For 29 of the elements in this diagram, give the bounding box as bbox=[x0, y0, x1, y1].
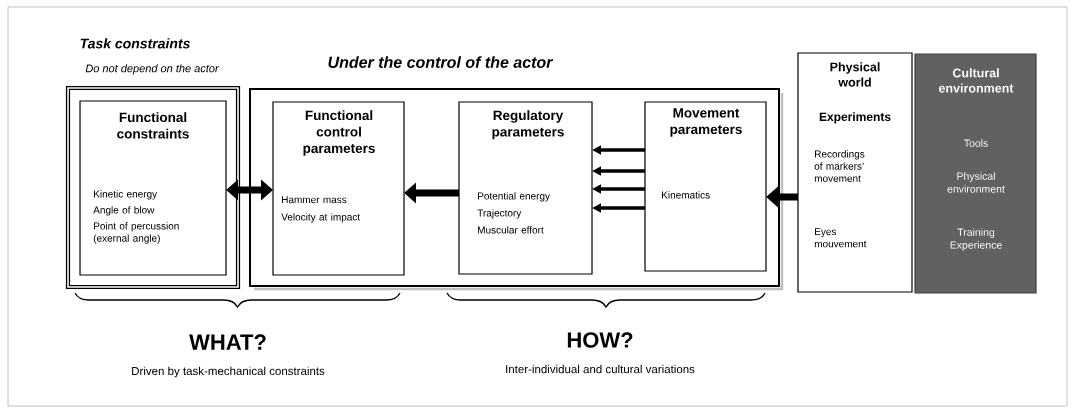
box-text: Potential energy bbox=[478, 192, 550, 202]
arrow bbox=[226, 179, 273, 201]
box-text: Muscular effort bbox=[478, 226, 544, 234]
heading: HOW? bbox=[567, 332, 633, 348]
box-heading: Under the control of the actor bbox=[328, 56, 554, 68]
box-text: Tools bbox=[964, 139, 988, 147]
box-text: Velocity at impact bbox=[281, 213, 361, 223]
box-text: Point of percussion (exernal angle) bbox=[93, 222, 179, 244]
box-heading: Movement parameters bbox=[670, 108, 742, 137]
box-text: Physical environment bbox=[947, 172, 1005, 193]
heading: WHAT? bbox=[189, 334, 266, 350]
box-text: Trajectory bbox=[477, 209, 522, 219]
box-text: Recordings of markers’ movement bbox=[814, 150, 865, 182]
box-text: Angle of blow bbox=[93, 206, 155, 216]
box-heading: Physical world bbox=[830, 62, 880, 87]
box-text: Kinematics bbox=[662, 191, 710, 199]
box-text: Kinetic energy bbox=[94, 190, 158, 200]
caption-text: Driven by task-mechanical constraints bbox=[132, 366, 325, 378]
box-subtitle: Do not depend on the actor bbox=[85, 64, 219, 75]
box-text: Eyes mouvement bbox=[814, 228, 867, 248]
box-heading: Task constraints bbox=[80, 38, 190, 49]
box-heading: Functional control parameters bbox=[303, 110, 375, 156]
box-heading: Functional constraints bbox=[117, 112, 189, 139]
box-text: Training Experience bbox=[950, 228, 1002, 251]
box-heading: Regulatory parameters bbox=[492, 110, 564, 140]
box-heading: Cultural environment bbox=[939, 68, 1014, 93]
box-subheading: Experiments bbox=[819, 112, 891, 124]
caption-text: Inter-individual and cultural variations bbox=[506, 364, 695, 374]
box-text: Hammer mass bbox=[282, 196, 347, 204]
